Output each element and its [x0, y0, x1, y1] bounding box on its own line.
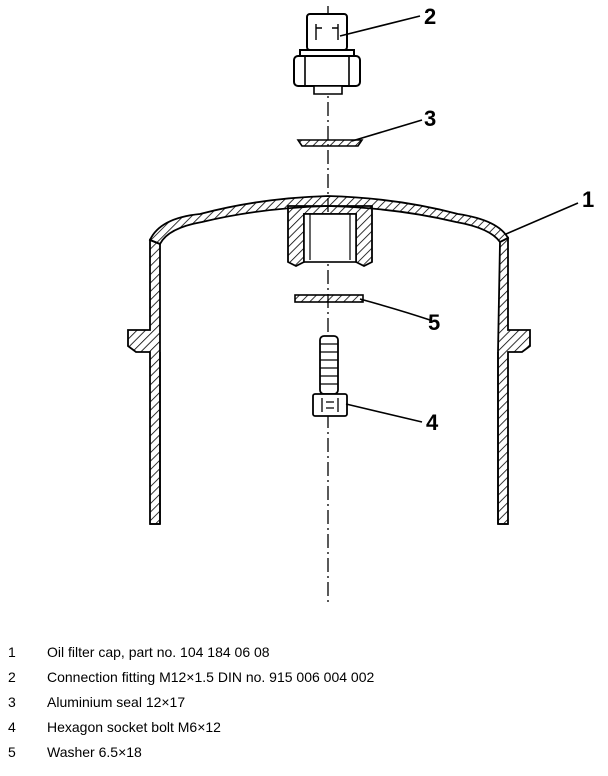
- legend-number: 1: [8, 644, 16, 660]
- hexagon-socket-bolt: [312, 335, 348, 417]
- callout-5: 5: [428, 310, 440, 335]
- legend-description: Washer 6.5×18: [47, 744, 142, 760]
- legend-description: Connection fitting M12×1.5 DIN no. 915 0…: [47, 669, 375, 685]
- washer: [294, 294, 364, 303]
- callout-4: 4: [426, 410, 439, 435]
- oil-filter-cap: [127, 195, 531, 525]
- legend-item: 5 Washer 6.5×18: [0, 744, 608, 769]
- legend-item: 1 Oil filter cap, part no. 104 184 06 08: [0, 644, 608, 669]
- parts-legend: 1 Oil filter cap, part no. 104 184 06 08…: [0, 644, 608, 769]
- legend-description: Hexagon socket bolt M6×12: [47, 719, 221, 735]
- callout-2: 2: [424, 4, 436, 29]
- legend-number: 2: [8, 669, 16, 685]
- aluminium-seal: [296, 139, 364, 147]
- legend-number: 4: [8, 719, 16, 735]
- callout-3: 3: [424, 106, 436, 131]
- legend-number: 5: [8, 744, 16, 760]
- callout-1: 1: [582, 187, 594, 212]
- legend-item: 4 Hexagon socket bolt M6×12: [0, 719, 608, 744]
- legend-item: 2 Connection fitting M12×1.5 DIN no. 915…: [0, 669, 608, 694]
- legend-description: Oil filter cap, part no. 104 184 06 08: [47, 644, 270, 660]
- legend-number: 3: [8, 694, 16, 710]
- legend-description: Aluminium seal 12×17: [47, 694, 186, 710]
- leader-lines: [339, 15, 579, 423]
- legend-item: 3 Aluminium seal 12×17: [0, 694, 608, 719]
- exploded-view-diagram: 2 3 1 5 4: [127, 4, 594, 605]
- connection-fitting: [293, 13, 361, 95]
